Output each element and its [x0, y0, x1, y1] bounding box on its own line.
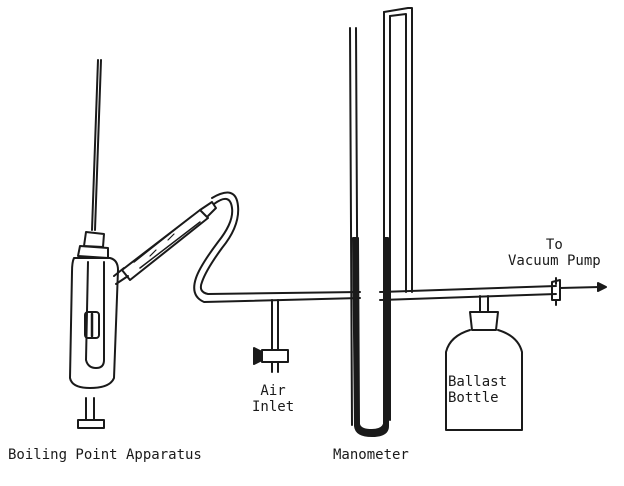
- manometer-label: Manometer: [333, 447, 409, 463]
- bottle-stopper: [469, 311, 499, 331]
- stopper: [83, 231, 105, 248]
- bottle-body: [445, 329, 523, 431]
- manometer: [349, 7, 413, 437]
- thermometer-stem-right: [94, 59, 102, 231]
- air-inlet: [253, 299, 289, 373]
- condenser: [121, 209, 209, 281]
- manometer-left-arm-outer: [349, 27, 353, 426]
- air-inlet-label: Air Inlet: [252, 383, 294, 415]
- ballast-bottle-label-line2: Bottle: [448, 390, 499, 406]
- manometer-tall-tube: [383, 7, 413, 293]
- thermometer-stem: [91, 59, 99, 231]
- air-inlet-stopcock: [261, 349, 289, 363]
- inner-tube: [85, 261, 105, 369]
- connecting-tubing: [193, 197, 361, 303]
- ballast-bottle: [445, 295, 523, 431]
- flask-body: [69, 257, 119, 389]
- ballast-bottle-label-line1: Ballast: [448, 374, 508, 390]
- air-inlet-label-line2: Inlet: [252, 399, 295, 415]
- thermometer-bulb: [84, 311, 100, 339]
- boiling-point-apparatus-label: Boiling Point Apparatus: [8, 447, 202, 463]
- boiling-point-apparatus: [69, 59, 217, 429]
- air-inlet-label-line1: Air: [260, 383, 286, 399]
- vacuum-pump-label-line1: To: [545, 237, 563, 253]
- vacuum-arrow: [597, 282, 607, 292]
- ballast-bottle-label: Ballast Bottle: [448, 374, 507, 406]
- condenser-tip: [199, 201, 217, 217]
- vacuum-pump-label-line2: Vacuum Pump: [508, 253, 601, 269]
- main-vacuum-line: [379, 277, 607, 306]
- vacuum-stopcock: [551, 279, 561, 301]
- stand-foot: [77, 397, 105, 429]
- flask-neck: [77, 245, 109, 259]
- vacuum-pump-label: To Vacuum Pump: [508, 237, 601, 269]
- mercury-column: [352, 237, 389, 437]
